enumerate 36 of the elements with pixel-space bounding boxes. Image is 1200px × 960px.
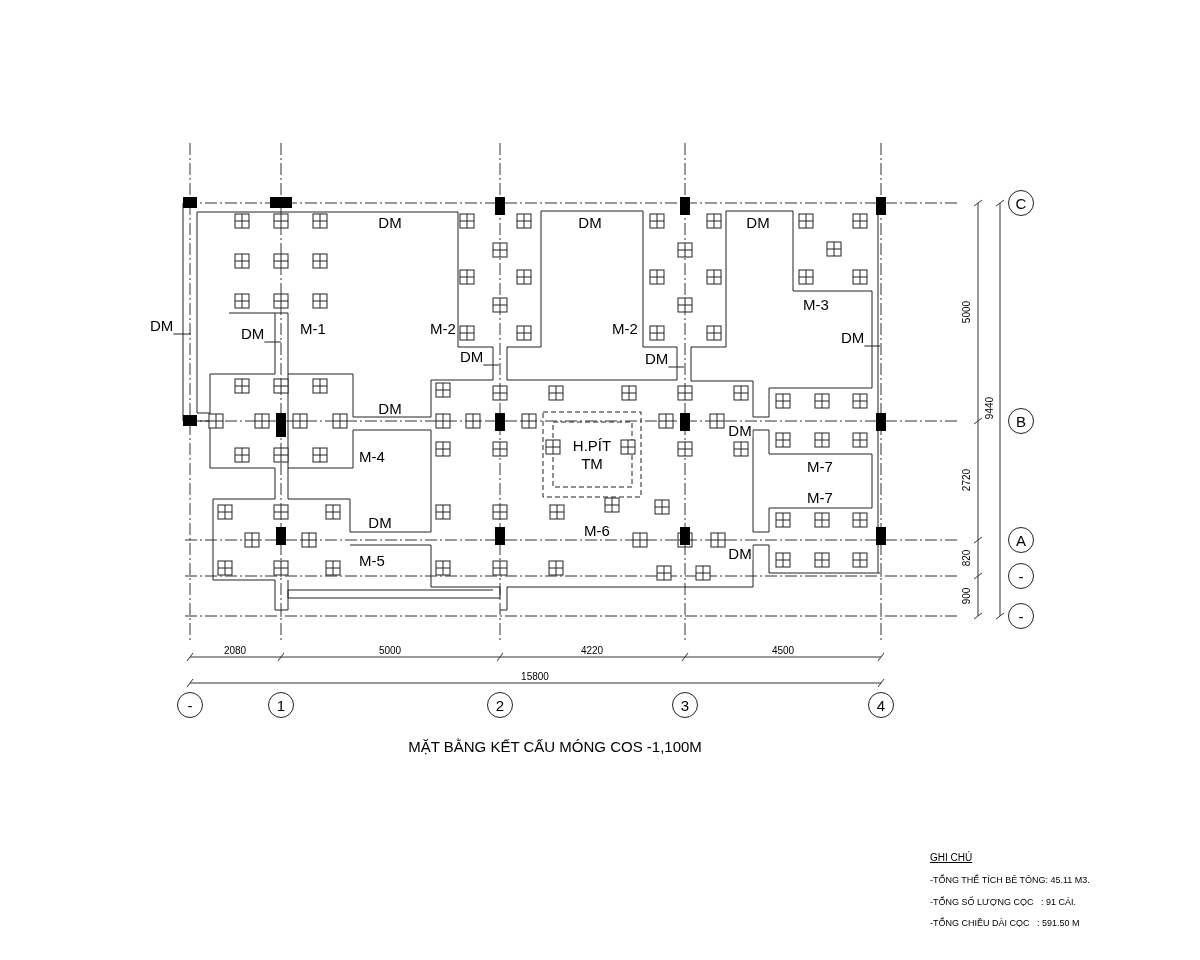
grid-bubble: B — [1008, 408, 1034, 434]
leader-line — [482, 364, 500, 366]
grid-bubble: A — [1008, 527, 1034, 553]
dimension-text: 5000 — [962, 300, 972, 324]
dimension-text: 15800 — [520, 672, 550, 682]
dimension-text: 900 — [962, 587, 972, 605]
note-heading: GHI CHÚ — [930, 853, 973, 863]
leader-line — [667, 366, 685, 368]
drawing-title: MẶT BẰNG KẾT CẤU MÓNG COS -1,100M — [408, 738, 702, 754]
beam-label: DM — [727, 545, 753, 561]
grid-bubble: 4 — [868, 692, 894, 718]
dimension-text: 4500 — [770, 646, 796, 656]
dimension-text: 4220 — [579, 646, 605, 656]
beam-label: DM — [241, 326, 265, 341]
leader-line — [172, 333, 192, 335]
beam-label: DM — [645, 351, 669, 366]
leader-line — [863, 345, 881, 347]
dimension-text: 2080 — [222, 646, 248, 656]
dimension-text: 820 — [962, 549, 972, 567]
grid-bubble: - — [1008, 563, 1034, 589]
grid-bubble: - — [177, 692, 203, 718]
beam-label: DM — [460, 349, 484, 364]
grid-bubble: C — [1008, 190, 1034, 216]
note-text: -TỔNG SỐ LƯỢNG CỌC : 91 CÁI. — [930, 897, 1076, 907]
leader-line — [263, 341, 282, 343]
grid-bubble: 1 — [268, 692, 294, 718]
grid-bubble: 2 — [487, 692, 513, 718]
note-text: -TỔNG CHIỀU DÀI CỌC : 591.50 M — [930, 918, 1080, 928]
dimension-text: 2720 — [962, 468, 972, 492]
dimension-text: 5000 — [377, 646, 403, 656]
grid-bubble: - — [1008, 603, 1034, 629]
note-text: -TỔNG THỂ TÍCH BÊ TÔNG: 45.11 M3. — [930, 875, 1090, 885]
beam-label: DM — [150, 318, 174, 333]
beam-label: DM — [841, 330, 865, 345]
dimension-text: 9440 — [985, 396, 995, 420]
grid-bubble: 3 — [672, 692, 698, 718]
